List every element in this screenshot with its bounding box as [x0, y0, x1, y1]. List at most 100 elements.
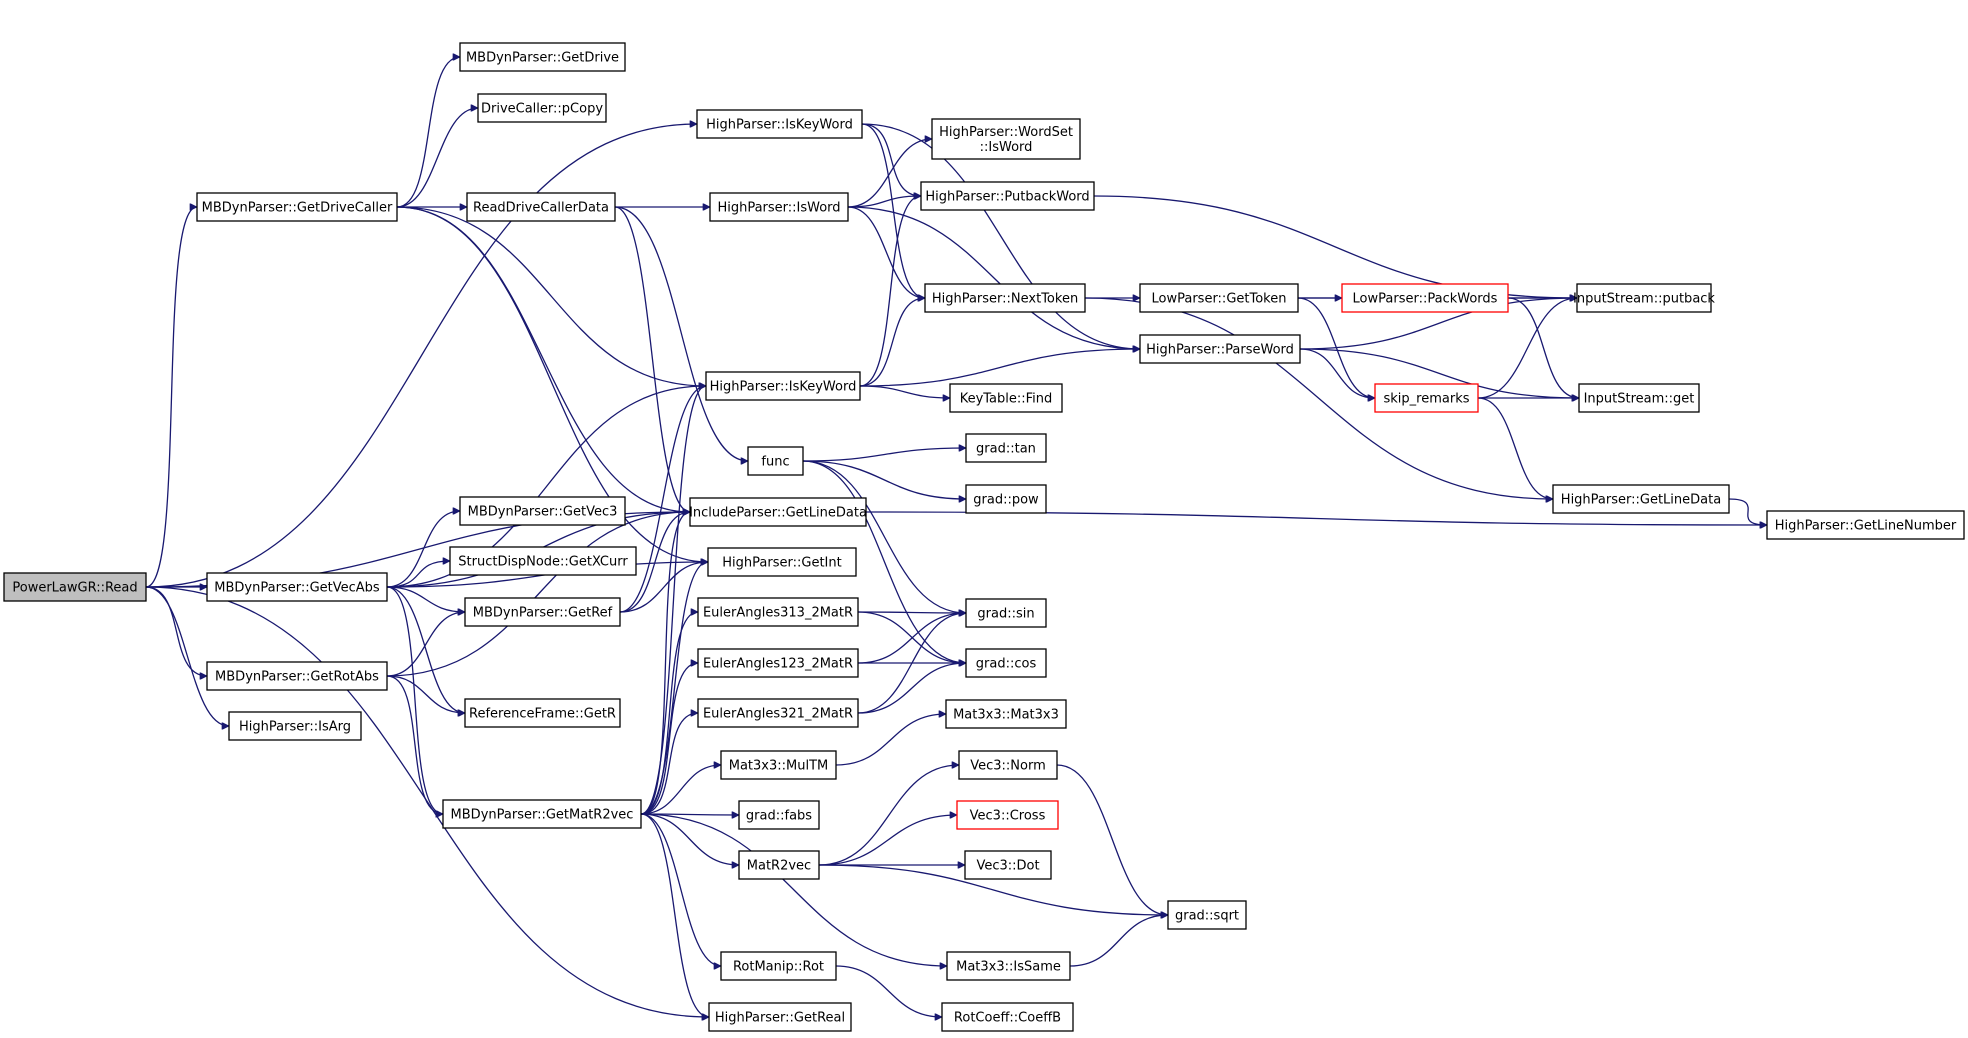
node-get-vec-abs[interactable]: MBDynParser::GetVecAbs [206, 572, 388, 602]
node-box[interactable] [696, 109, 863, 139]
node-box[interactable] [1139, 283, 1299, 313]
node-is-key-word-mid[interactable]: HighParser::IsKeyWord [705, 371, 861, 401]
node-box[interactable] [477, 93, 607, 123]
node-box[interactable] [945, 699, 1067, 729]
node-grad-sqrt[interactable]: grad::sqrt [1167, 900, 1247, 930]
node-box[interactable] [466, 192, 616, 222]
node-box[interactable] [747, 446, 804, 476]
node-box[interactable] [964, 850, 1052, 880]
node-mat-r2vec[interactable]: MatR2vec [738, 850, 820, 880]
node-box[interactable] [931, 118, 1081, 160]
node-get-xcurr[interactable]: StructDispNode::GetXCurr [449, 546, 637, 576]
node-box[interactable] [1578, 383, 1700, 413]
node-get-drive-caller[interactable]: MBDynParser::GetDriveCaller [196, 192, 398, 222]
node-is-word[interactable]: HighParser::IsWord [709, 192, 849, 222]
node-box[interactable] [3, 572, 147, 602]
node-func[interactable]: func [747, 446, 804, 476]
node-grad-sin[interactable]: grad::sin [965, 598, 1047, 628]
node-box[interactable] [464, 597, 621, 627]
node-box[interactable] [697, 698, 859, 728]
node-box[interactable] [965, 648, 1047, 678]
node-box[interactable] [924, 283, 1086, 313]
node-rot-manip-rot[interactable]: RotManip::Rot [720, 951, 837, 981]
node-box[interactable] [965, 484, 1047, 514]
node-box[interactable] [459, 496, 626, 526]
node-box[interactable] [689, 497, 867, 527]
node-get-real[interactable]: HighParser::GetReal [708, 1002, 852, 1032]
node-get-mat-r2vec[interactable]: MBDynParser::GetMatR2vec [442, 799, 642, 829]
node-box[interactable] [1374, 383, 1479, 413]
node-next-token[interactable]: HighParser::NextToken [924, 283, 1086, 313]
node-get-line-number[interactable]: HighParser::GetLineNumber [1766, 510, 1965, 540]
node-box[interactable] [707, 547, 857, 577]
node-box[interactable] [464, 698, 621, 728]
node-get-r[interactable]: ReferenceFrame::GetR [464, 698, 621, 728]
node-box[interactable] [196, 192, 398, 222]
node-box[interactable] [1766, 510, 1965, 540]
node-get-rot-abs[interactable]: MBDynParser::GetRotAbs [206, 661, 388, 691]
node-box[interactable] [946, 951, 1071, 981]
node-low-get-token[interactable]: LowParser::GetToken [1139, 283, 1299, 313]
node-box[interactable] [1139, 334, 1301, 364]
node-box[interactable] [449, 546, 637, 576]
node-is-same[interactable]: Mat3x3::IsSame [946, 951, 1071, 981]
node-p-copy[interactable]: DriveCaller::pCopy [477, 93, 607, 123]
node-box[interactable] [949, 383, 1063, 413]
node-stream-get[interactable]: InputStream::get [1578, 383, 1700, 413]
node-putback-word[interactable]: HighParser::PutbackWord [920, 181, 1095, 211]
node-box[interactable] [206, 661, 388, 691]
node-read-drive-caller-data[interactable]: ReadDriveCallerData [466, 192, 616, 222]
node-box[interactable] [228, 711, 362, 741]
node-word-set-is-word[interactable]: HighParser::WordSet::IsWord [931, 118, 1081, 160]
node-box[interactable] [738, 850, 820, 880]
node-read[interactable]: PowerLawGR::Read [3, 572, 147, 602]
node-box[interactable] [1576, 283, 1712, 313]
node-putback[interactable]: InputStream::putback [1573, 283, 1715, 313]
node-box[interactable] [1552, 484, 1730, 514]
node-get-ref[interactable]: MBDynParser::GetRef [464, 597, 621, 627]
node-ea123[interactable]: EulerAngles123_2MatR [697, 648, 859, 678]
node-box[interactable] [738, 800, 820, 830]
node-box[interactable] [697, 597, 859, 627]
node-skip-remarks[interactable]: skip_remarks [1374, 383, 1479, 413]
node-parse-word[interactable]: HighParser::ParseWord [1139, 334, 1301, 364]
node-box[interactable] [965, 433, 1047, 463]
node-grad-tan[interactable]: grad::tan [965, 433, 1047, 463]
node-box[interactable] [956, 800, 1059, 830]
node-mul-tm[interactable]: Mat3x3::MulTM [720, 750, 837, 780]
node-box[interactable] [709, 192, 849, 222]
node-get-drive[interactable]: MBDynParser::GetDrive [459, 42, 626, 72]
node-box[interactable] [965, 598, 1047, 628]
node-include-get-line-data[interactable]: IncludeParser::GetLineData [689, 497, 867, 527]
node-vec3-dot[interactable]: Vec3::Dot [964, 850, 1052, 880]
node-box[interactable] [708, 1002, 852, 1032]
node-ea321[interactable]: EulerAngles321_2MatR [697, 698, 859, 728]
node-grad-cos[interactable]: grad::cos [965, 648, 1047, 678]
node-pack-words[interactable]: LowParser::PackWords [1341, 283, 1509, 313]
node-box[interactable] [442, 799, 642, 829]
node-box[interactable] [720, 951, 837, 981]
node-vec3-cross[interactable]: Vec3::Cross [956, 800, 1059, 830]
node-vec3-norm[interactable]: Vec3::Norm [958, 750, 1058, 780]
node-get-vec3[interactable]: MBDynParser::GetVec3 [459, 496, 626, 526]
node-high-get-line-data[interactable]: HighParser::GetLineData [1552, 484, 1730, 514]
node-grad-pow[interactable]: grad::pow [965, 484, 1047, 514]
node-is-key-word-top[interactable]: HighParser::IsKeyWord [696, 109, 863, 139]
node-coeff-b[interactable]: RotCoeff::CoeffB [941, 1002, 1074, 1032]
node-box[interactable] [206, 572, 388, 602]
node-ea313[interactable]: EulerAngles313_2MatR [697, 597, 859, 627]
node-mat3x3-ctor[interactable]: Mat3x3::Mat3x3 [945, 699, 1067, 729]
node-box[interactable] [459, 42, 626, 72]
node-box[interactable] [958, 750, 1058, 780]
node-box[interactable] [697, 648, 859, 678]
node-grad-fabs[interactable]: grad::fabs [738, 800, 820, 830]
node-key-table-find[interactable]: KeyTable::Find [949, 383, 1063, 413]
node-box[interactable] [705, 371, 861, 401]
node-box[interactable] [941, 1002, 1074, 1032]
node-box[interactable] [920, 181, 1095, 211]
node-box[interactable] [1341, 283, 1509, 313]
node-box[interactable] [1167, 900, 1247, 930]
node-get-int[interactable]: HighParser::GetInt [707, 547, 857, 577]
node-is-arg[interactable]: HighParser::IsArg [228, 711, 362, 741]
node-box[interactable] [720, 750, 837, 780]
